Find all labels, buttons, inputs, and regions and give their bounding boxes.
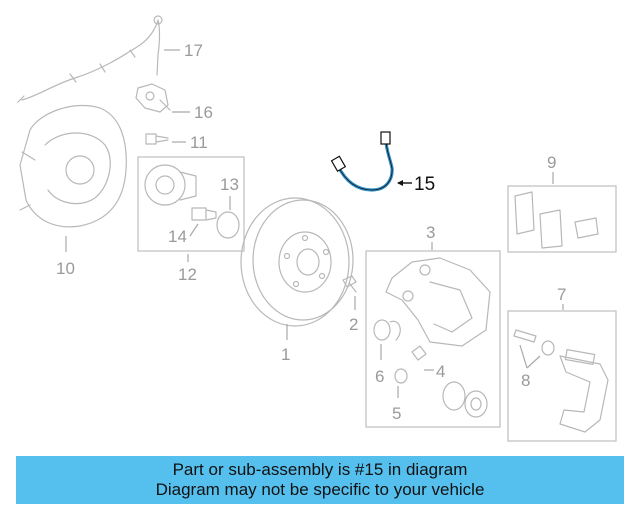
part-12-hub	[144, 164, 197, 206]
part-2-caliper-bolt	[342, 275, 357, 310]
part-10-backing-plate	[19, 104, 127, 252]
part-15-brake-hose	[330, 131, 412, 192]
callout-7: 7	[557, 285, 566, 304]
part-16-sensor-bracket	[135, 83, 190, 113]
callout-1: 1	[281, 345, 290, 364]
callout-10: 10	[56, 259, 75, 278]
callout-9: 9	[547, 153, 556, 172]
box-12	[137, 156, 245, 252]
callout-2: 2	[349, 315, 358, 334]
box-7	[507, 310, 617, 442]
part-6-bleeder-clip	[373, 319, 401, 360]
banner-line-1: Part or sub-assembly is #15 in diagram	[172, 460, 468, 479]
callout-14: 14	[168, 227, 187, 246]
callout-4: 4	[436, 362, 445, 381]
box-3	[365, 250, 501, 428]
callout-5: 5	[392, 404, 401, 423]
part-7-caliper-bracket	[559, 349, 609, 433]
callout-12: 12	[178, 265, 197, 284]
part-14-hub-bolt	[191, 207, 217, 221]
part-11-bolt	[145, 133, 186, 145]
part-17-abs-sensor	[17, 15, 180, 103]
part-9-brake-pads	[514, 191, 599, 249]
brake-assembly-diagram: 17 16 11 10 13 14 12	[17, 15, 617, 442]
callout-6: 6	[375, 367, 384, 386]
part-13-dust-cap	[216, 196, 240, 239]
callout-8: 8	[521, 371, 530, 390]
part-3-caliper	[385, 257, 491, 347]
callout-15: 15	[414, 174, 435, 195]
callout-3: 3	[426, 223, 435, 242]
caliper-seals	[442, 381, 488, 418]
callout-11: 11	[190, 133, 208, 152]
banner-line-2: Diagram may not be specific to your vehi…	[155, 480, 485, 499]
callout-16: 16	[194, 103, 213, 122]
info-banner: Part or sub-assembly is #15 in diagram D…	[16, 456, 624, 504]
part-4-bleeder-screw	[411, 345, 434, 371]
part-1-brake-rotor	[240, 197, 354, 340]
box-9	[507, 185, 617, 253]
part-5-dust-cap	[394, 368, 408, 398]
part-8-guide-pins	[513, 329, 555, 369]
callout-13: 13	[220, 175, 239, 194]
callout-17: 17	[184, 41, 203, 60]
